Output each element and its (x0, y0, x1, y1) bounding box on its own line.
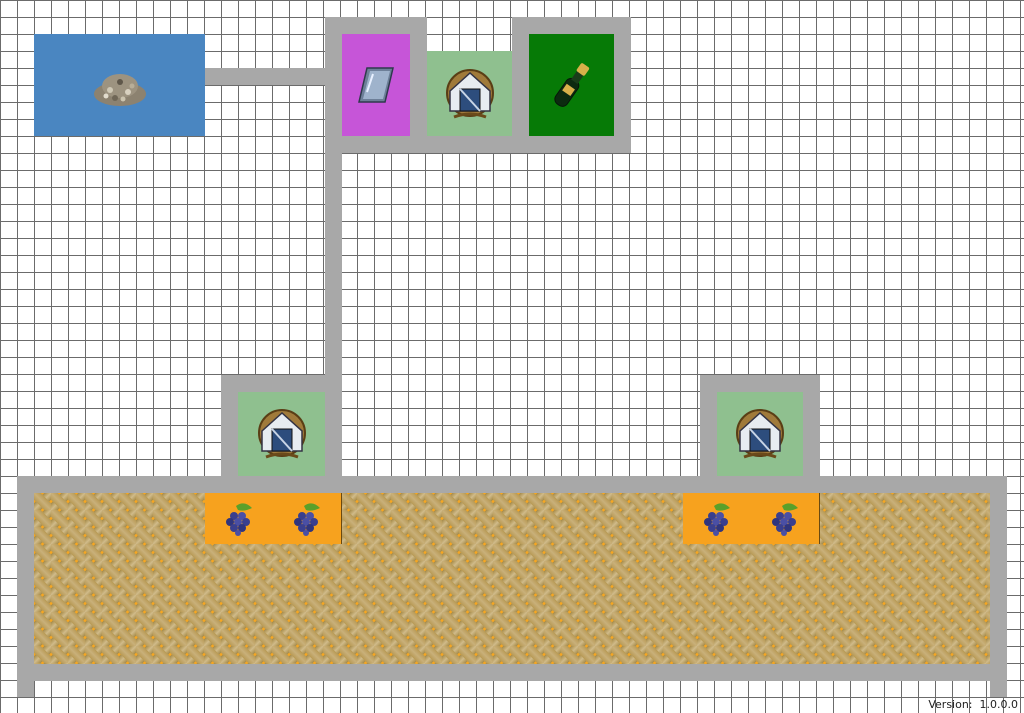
vineyard-1[interactable] (205, 493, 274, 544)
road-field-top (17, 476, 1007, 493)
warehouse[interactable] (427, 51, 512, 136)
road-top-mid-2 (512, 17, 529, 153)
grapes-icon (704, 502, 730, 536)
version-value: 1.0.0.0 (979, 698, 1018, 711)
warehouse-icon (445, 68, 494, 118)
vineyard-3[interactable] (683, 493, 752, 544)
road-top-bottom (325, 136, 631, 153)
road-top-link (205, 68, 341, 85)
farm-field[interactable] (34, 493, 990, 664)
grapes-icon (772, 502, 798, 536)
road-top-row-2 (512, 17, 631, 34)
warehouse-right[interactable] (717, 392, 803, 476)
road-top-row (325, 17, 427, 34)
road-field-bottom (17, 664, 1007, 681)
road-field-left (17, 476, 34, 697)
road-top-left-segment (325, 17, 342, 153)
glass-pane-icon (358, 67, 394, 103)
road-top-mid-1 (410, 17, 427, 153)
version-label: Version: (928, 698, 973, 711)
road-top-right (614, 17, 631, 153)
road-left-warehouse-ring (221, 375, 342, 392)
vineyard-2[interactable] (273, 493, 342, 544)
gravel-pit[interactable] (34, 34, 205, 136)
glassworks[interactable] (342, 34, 410, 136)
road-field-right (990, 476, 1007, 697)
road-right-warehouse-ring (700, 375, 820, 392)
road-left-warehouse-left (221, 375, 238, 493)
road-right-warehouse-left (700, 375, 717, 493)
champagne-cellar[interactable] (529, 34, 614, 136)
road-vertical-main (325, 136, 342, 493)
warehouse-icon (736, 409, 784, 459)
grapes-icon (294, 502, 320, 536)
vineyard-4[interactable] (751, 493, 820, 544)
road-right-warehouse-right (803, 375, 820, 493)
grapes-icon (226, 502, 252, 536)
warehouse-left[interactable] (238, 392, 325, 476)
warehouse-icon (257, 409, 306, 459)
version-display: Version: 1.0.0.0 (928, 698, 1018, 711)
gravel-pile-icon (93, 74, 146, 106)
champagne-bottle-icon (553, 63, 589, 107)
